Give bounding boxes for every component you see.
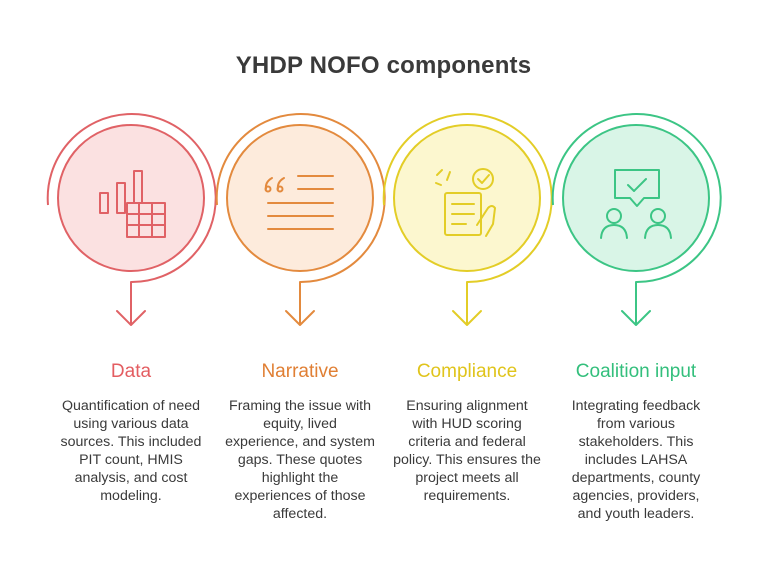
coalition-outer-arc: [551, 113, 722, 284]
page-title: YHDP NOFO components: [235, 52, 532, 79]
compliance-connector-arrow: [452, 281, 482, 326]
compliance-outer-arc: [382, 113, 553, 284]
component-label-compliance: Compliance: [416, 361, 518, 382]
data-inner-circle: [57, 124, 205, 272]
component-coalition-input: [551, 113, 722, 326]
coalition-inner-circle: [562, 124, 710, 272]
narrative-outer-arc: [215, 113, 386, 284]
narrative-connector-arrow: [285, 281, 315, 326]
bar-chart-table-icon: [99, 170, 166, 238]
component-narrative: [215, 113, 386, 326]
narrative-inner-circle: [226, 124, 374, 272]
component-description-coalition-input: Integrating feedback from various stakeh…: [571, 398, 701, 522]
component-description-narrative: Framing the issue with equity, lived exp…: [225, 398, 375, 522]
component-compliance: [382, 113, 553, 326]
coalition-connector-arrow: [621, 281, 651, 326]
compliance-inner-circle: [393, 124, 541, 272]
data-outer-arc: [46, 113, 217, 284]
people-chat-check-icon: [600, 169, 672, 239]
data-connector-arrow: [116, 281, 146, 326]
component-data: [46, 113, 217, 326]
component-label-data: Data: [110, 361, 152, 382]
quote-text-icon: [264, 175, 334, 230]
checklist-hand-icon: [435, 168, 496, 237]
component-label-narrative: Narrative: [261, 361, 339, 382]
component-description-compliance: Ensuring alignment with HUD scoring crit…: [393, 398, 541, 504]
component-label-coalition-input: Coalition input: [575, 361, 697, 382]
component-description-data: Quantification of need using various dat…: [60, 398, 202, 504]
